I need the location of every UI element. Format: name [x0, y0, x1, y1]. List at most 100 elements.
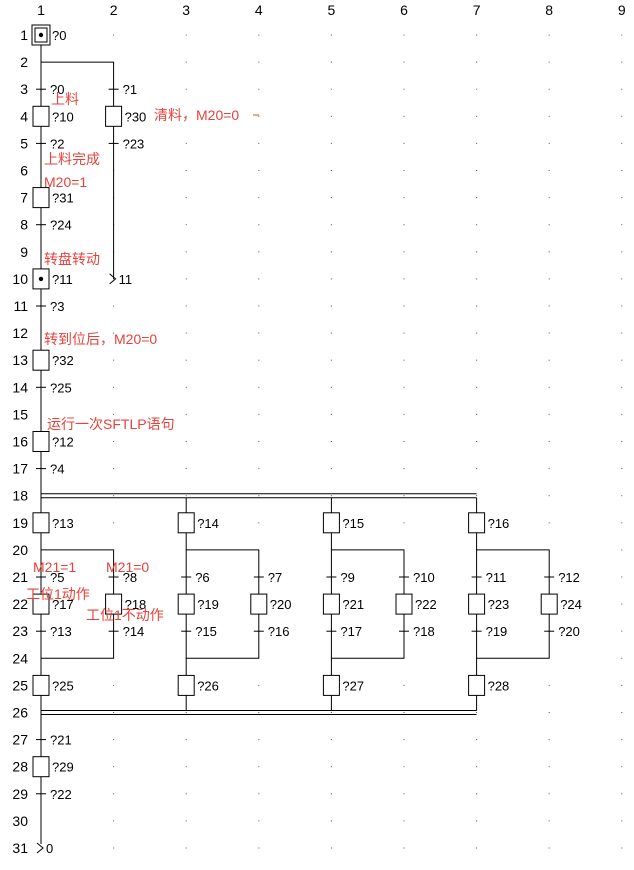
grid-dot	[476, 251, 478, 253]
grid-dot	[476, 61, 478, 63]
grid-dots	[113, 34, 623, 849]
grid-dot	[185, 142, 187, 144]
step-box	[32, 512, 50, 534]
grid-dot	[258, 305, 260, 307]
transition-label: ?5	[50, 570, 64, 585]
step-box	[32, 187, 50, 209]
grid-dot	[330, 224, 332, 226]
grid-dot	[258, 522, 260, 524]
row-number: 5	[20, 135, 28, 151]
transition-label: ?13	[50, 624, 72, 639]
grid-dot	[476, 170, 478, 171]
grid-dot	[476, 224, 478, 226]
row-number: 3	[20, 81, 28, 97]
grid-dot	[621, 88, 623, 90]
grid-dot	[113, 820, 115, 822]
step-label: ?16	[488, 516, 510, 531]
grid-dot	[185, 34, 187, 36]
grid-dot	[403, 441, 405, 442]
grid-dot	[330, 468, 332, 470]
grid-dot	[476, 495, 478, 497]
row-number: 27	[12, 732, 28, 748]
grid-dot	[548, 820, 550, 822]
grid-dot	[330, 305, 332, 307]
grid-dot	[621, 359, 623, 361]
grid-dot	[476, 739, 478, 741]
step-box	[540, 593, 558, 615]
row-number: 10	[12, 271, 28, 287]
grid-dot	[113, 332, 115, 334]
row-number: 19	[12, 515, 28, 531]
annotation-note: 工位1不动作	[86, 607, 164, 623]
grid-dot	[330, 413, 332, 415]
step-box	[177, 593, 195, 615]
grid-dot	[476, 820, 478, 822]
grid-dot	[403, 197, 405, 199]
annotation-note: M21=1	[33, 559, 76, 575]
grid-dot	[113, 739, 115, 741]
grid-dot	[548, 522, 550, 524]
grid-dot	[548, 34, 550, 36]
grid-dot	[258, 34, 260, 36]
annotation-note: 上料	[51, 91, 79, 107]
step-label: ?21	[342, 597, 364, 612]
jumps: 110	[36, 272, 132, 856]
grid-dot	[258, 332, 260, 334]
grid-dot	[548, 332, 550, 334]
grid-dot	[113, 522, 115, 524]
grid-dot	[258, 61, 260, 63]
step-box	[177, 674, 195, 696]
column-header: 7	[473, 2, 481, 18]
row-number: 6	[20, 163, 28, 179]
transition-label: ?7	[268, 570, 282, 585]
transition-label: ?22	[50, 787, 72, 802]
steps: ?0?10?30?31?11?32?12?13?14?15?16?17?18?1…	[31, 24, 582, 778]
transition-label: ?15	[195, 624, 217, 639]
column-header: 9	[618, 2, 626, 18]
grid-dot	[476, 142, 478, 144]
grid-dot	[621, 549, 623, 551]
grid-dot	[258, 820, 260, 822]
grid-dot	[476, 766, 478, 768]
step-label: ?20	[270, 597, 292, 612]
grid-dot	[185, 359, 187, 361]
grid-dot	[258, 739, 260, 741]
grid-dot	[621, 305, 623, 307]
grid-dot	[113, 766, 115, 768]
transition-label: ?11	[486, 570, 507, 585]
grid-dot	[330, 115, 332, 117]
grid-dot	[258, 684, 260, 686]
grid-dot	[548, 224, 550, 226]
annotation-note: 运行一次SFTLP语句	[47, 416, 175, 432]
grid-dot	[476, 305, 478, 307]
grid-dot	[476, 386, 478, 388]
jump-arrow-icon	[109, 273, 117, 285]
grid-dot	[185, 251, 187, 253]
grid-dot	[113, 441, 115, 442]
grid-dot	[330, 197, 332, 199]
grid-dot	[258, 115, 260, 117]
connection-lines	[40, 44, 550, 844]
grid-dot	[185, 386, 187, 388]
grid-dot	[548, 739, 550, 741]
row-number: 30	[12, 813, 28, 829]
annotation-note: M21=0	[106, 559, 149, 575]
grid-dot	[403, 88, 405, 90]
grid-dot	[621, 820, 623, 822]
transition-label: ?23	[123, 136, 145, 151]
grid-dot	[403, 739, 405, 741]
transition-label: ?10	[413, 570, 435, 585]
annotation-note: M20=1	[44, 174, 87, 190]
grid-dot	[403, 251, 405, 253]
row-number: 8	[20, 217, 28, 233]
grid-dot	[330, 712, 332, 713]
row-numbers: 1234567891011121314151617181920212223242…	[12, 27, 28, 856]
grid-dot	[330, 170, 332, 171]
step-box	[250, 593, 268, 615]
step-box	[32, 756, 50, 778]
step-box	[105, 105, 123, 127]
transition-label: ?19	[486, 624, 508, 639]
step-label: ?32	[52, 353, 74, 368]
row-number: 21	[12, 569, 28, 585]
